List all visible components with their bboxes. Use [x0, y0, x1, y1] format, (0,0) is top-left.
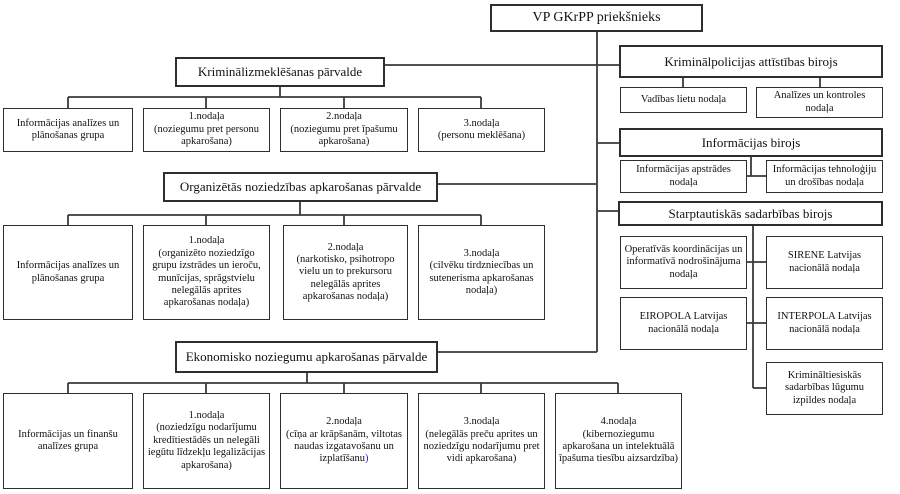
node-kriminaltiesiskas-sadarbibas-nodala: Krimināltiesiskās sadarbības lūgumu izpi… — [766, 362, 883, 415]
node-subtitle-text: (noziegumu pret īpašumu apkarošana) — [290, 123, 398, 148]
node-label: Ekonomisko noziegumu apkarošanas pārvald… — [185, 349, 428, 365]
node-subtitle: (kibernoziegumu apkarošana un intelektuā… — [559, 429, 678, 466]
node-subtitle: (cilvēku tirdzniecības un sutenerisma ap… — [422, 260, 541, 297]
node-title: 1.nodaļa — [188, 235, 225, 247]
node-ekonomisko-noziegumu-parvalde: Ekonomisko noziegumu apkarošanas pārvald… — [175, 341, 438, 373]
node-kip-3-nodala: 3.nodaļa (personu meklēšana) — [418, 108, 545, 152]
node-enp-informacijas-finansu-grupa: Informācijas un finanšu analīzes grupa — [3, 393, 133, 489]
node-label: Vadības lietu nodaļa — [640, 93, 727, 105]
node-sirene-nodala: SIRENE Latvijas nacionālā nodaļa — [766, 236, 883, 289]
node-label: Krimināltiesiskās sadarbības lūgumu izpi… — [784, 369, 865, 406]
node-label: Informācijas analīzes un plānošanas grup… — [16, 117, 120, 141]
node-label: EIROPOLA Latvijas nacionālā nodaļa — [639, 311, 728, 335]
node-subtitle: (nelegālās preču aprites un noziedzīgu n… — [422, 429, 541, 466]
node-subtitle-text: (noziedzīgu nodarījumu kredītiestādēs un… — [147, 422, 266, 471]
node-analizes-un-kontroles-nodala: Analīzes un kontroles nodaļa — [756, 87, 883, 118]
node-subtitle: (narkotisko, psihotropo vielu un to prek… — [287, 254, 404, 304]
node-kip-informacijas-analizes-grupa: Informācijas analīzes un plānošanas grup… — [3, 108, 133, 152]
node-subtitle: (cīņa ar krāpšanām, viltotas naudas izga… — [284, 429, 404, 466]
node-title: 2.nodaļa — [327, 241, 364, 253]
node-label: Organizētās noziedzības apkarošanas pārv… — [179, 179, 422, 195]
node-subtitle: (organizēto noziedzīgo grupu izstrādes u… — [147, 248, 266, 310]
node-label: INTERPOLA Latvijas nacionālā nodaļa — [777, 311, 872, 335]
node-title: 3.nodaļa — [463, 416, 500, 428]
node-operativas-koordinacijas-nodala: Operatīvās koordinācijas un informatīvā … — [620, 236, 747, 289]
node-enp-3-nodala: 3.nodaļa (nelegālās preču aprites un noz… — [418, 393, 545, 489]
node-title: 4.nodaļa — [600, 416, 637, 428]
node-title: 3.nodaļa — [463, 117, 500, 129]
node-subtitle-text: (cīņa ar krāpšanām, viltotas naudas izga… — [285, 428, 403, 465]
node-kip-2-nodala: 2.nodaļa (noziegumu pret īpašumu apkaroš… — [280, 108, 408, 152]
node-label: Kriminālizmeklēšanas pārvalde — [197, 64, 363, 80]
node-subtitle-text: (organizēto noziedzīgo grupu izstrādes u… — [152, 247, 261, 309]
node-subtitle: (noziedzīgu nodarījumu kredītiestādēs un… — [147, 422, 266, 472]
node-label: Informācijas apstrādes nodaļa — [636, 164, 731, 188]
node-vp-gkrpp-priekšnieks: VP GKrPP priekšnieks — [490, 4, 703, 32]
node-subtitle-text: (nelegālās preču aprites un noziedzīgu n… — [423, 428, 540, 465]
node-label: SIRENE Latvijas nacionālā nodaļa — [787, 250, 862, 274]
node-label: VP GKrPP priekšnieks — [532, 9, 661, 25]
node-onp-3-nodala: 3.nodaļa (cilvēku tirdzniecības un suten… — [418, 225, 545, 320]
node-title: 2.nodaļa — [326, 416, 362, 428]
node-starptautiskas-sadarbibas-birojs: Starptautiskās sadarbības birojs — [618, 201, 883, 226]
node-onp-2-nodala: 2.nodaļa (narkotisko, psihotropo vielu u… — [283, 225, 408, 320]
node-informacijas-tehnologiju-nodala: Informācijas tehnoloģiju un drošības nod… — [766, 160, 883, 193]
node-label: Informācijas analīzes un plānošanas grup… — [16, 260, 120, 284]
node-onp-informacijas-analizes-grupa: Informācijas analīzes un plānošanas grup… — [3, 225, 133, 320]
node-kip-1-nodala: 1.nodaļa (noziegumu pret personu apkaroš… — [143, 108, 270, 152]
node-onp-1-nodala: 1.nodaļa (organizēto noziedzīgo grupu iz… — [143, 225, 270, 320]
node-subtitle: (noziegumu pret personu apkarošana) — [147, 124, 266, 149]
node-subtitle-text: (kibernoziegumu apkarošana un intelektuā… — [559, 428, 678, 465]
node-label: Informācijas tehnoloģiju un drošības nod… — [772, 164, 877, 188]
node-label: Operatīvās koordinācijas un informatīvā … — [624, 243, 743, 280]
node-label: Analīzes un kontroles nodaļa — [773, 90, 866, 114]
connector-group — [67, 32, 821, 393]
node-vadibas-lietu-nodala: Vadības lietu nodaļa — [620, 87, 747, 113]
node-label: Informācijas un finanšu analīzes grupa — [18, 428, 118, 452]
node-subtitle-text: (narkotisko, psihotropo vielu un to prek… — [296, 253, 395, 303]
node-kriminalpolicijas-attistibas-birojs: Kriminālpolicijas attīstības birojs — [619, 45, 883, 78]
node-organizetas-noziedzibas-parvalde: Organizētās noziedzības apkarošanas pārv… — [163, 172, 438, 202]
node-subtitle: (noziegumu pret īpašumu apkarošana) — [284, 124, 404, 149]
node-subtitle-text: (personu meklēšana) — [437, 130, 526, 141]
node-informacijas-apstrades-nodala: Informācijas apstrādes nodaļa — [620, 160, 747, 193]
node-enp-4-nodala: 4.nodaļa (kibernoziegumu apkarošana un i… — [555, 393, 682, 489]
node-subtitle-accent: ) — [365, 453, 369, 465]
node-title: 1.nodaļa — [188, 111, 225, 123]
node-subtitle-text: (cilvēku tirdzniecības un sutenerisma ap… — [429, 260, 534, 296]
node-eiropola-nodala: EIROPOLA Latvijas nacionālā nodaļa — [620, 297, 747, 350]
node-title: 2.nodaļa — [326, 111, 362, 123]
node-informacijas-birojs: Informācijas birojs — [619, 128, 883, 157]
node-enp-1-nodala: 1.nodaļa (noziedzīgu nodarījumu kredītie… — [143, 393, 270, 489]
node-interpola-nodala: INTERPOLA Latvijas nacionālā nodaļa — [766, 297, 883, 350]
node-subtitle: (personu meklēšana) — [422, 130, 541, 142]
node-kriminalizmeklesanas-parvalde: Kriminālizmeklēšanas pārvalde — [175, 57, 385, 87]
node-label: Informācijas birojs — [701, 134, 801, 150]
node-enp-2-nodala: 2.nodaļa (cīņa ar krāpšanām, viltotas na… — [280, 393, 408, 489]
node-label: Starptautiskās sadarbības birojs — [668, 205, 833, 221]
node-subtitle-text: (noziegumu pret personu apkarošana) — [154, 123, 259, 148]
node-title: 3.nodaļa — [463, 247, 500, 259]
node-title: 1.nodaļa — [188, 410, 225, 422]
node-label: Kriminālpolicijas attīstības birojs — [664, 53, 838, 69]
